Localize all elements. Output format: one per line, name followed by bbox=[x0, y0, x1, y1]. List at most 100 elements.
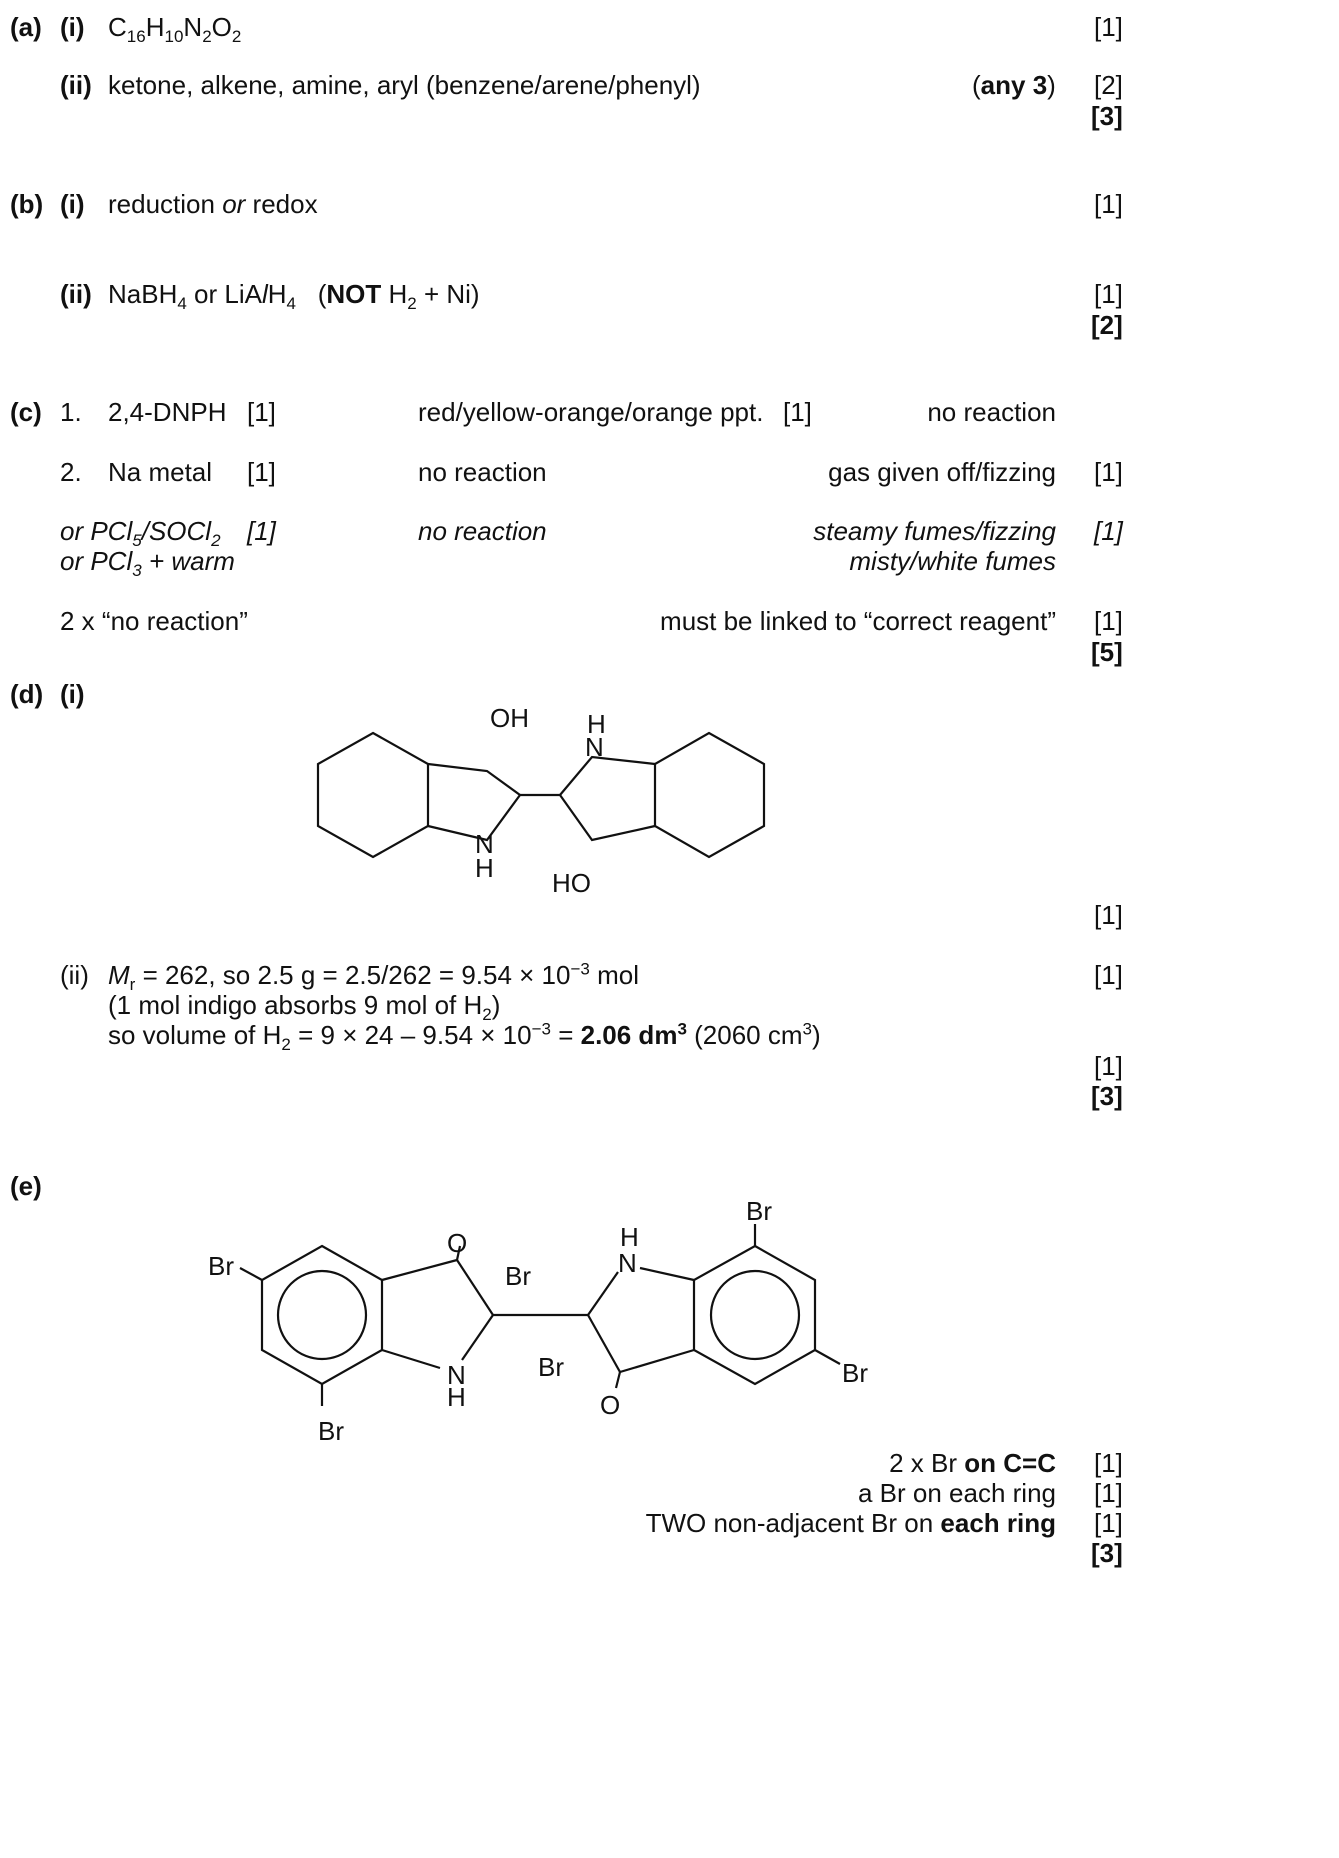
part-a-ii-answer: ketone, alkene, amine, aryl (benzene/are… bbox=[108, 70, 701, 100]
part-c-total: [5] bbox=[1091, 637, 1123, 667]
br-bond-right-ring-5 bbox=[814, 1349, 841, 1365]
right-aromatic-circle bbox=[709, 1269, 801, 1361]
part-c-row1-mark1: [1] bbox=[247, 397, 276, 427]
br-left-ring-top: Br bbox=[208, 1251, 234, 1281]
part-c-row2-mark1: [1] bbox=[247, 457, 276, 487]
h-right: H bbox=[620, 1222, 639, 1252]
part-c-row5-right: must be linked to “correct reagent” bbox=[660, 606, 1056, 636]
part-d-ii-label: (ii) bbox=[60, 960, 89, 990]
br-left-c2: Br bbox=[505, 1261, 531, 1291]
part-a-ii-note: (any 3) bbox=[972, 70, 1056, 100]
part-e-criterion-2-mark: [1] bbox=[1094, 1478, 1123, 1508]
o-left: O bbox=[447, 1228, 467, 1258]
br-right-ring-bottom: Br bbox=[842, 1358, 868, 1388]
part-d-i-label: (i) bbox=[60, 679, 85, 709]
part-d-ii-mark1: [1] bbox=[1094, 960, 1123, 990]
part-a-label: (a) bbox=[10, 12, 42, 42]
left-benzene-ring bbox=[260, 1244, 384, 1386]
part-e-criterion-1: 2 x Br on C=C bbox=[889, 1448, 1056, 1478]
part-b-i-answer: reduction or redox bbox=[108, 189, 318, 219]
part-c-label: (c) bbox=[10, 397, 42, 427]
part-d-ii-line1: Mr = 262, so 2.5 g = 2.5/262 = 9.54 × 10… bbox=[108, 959, 639, 995]
part-a-i-mark: [1] bbox=[1094, 12, 1123, 42]
part-c-row2-obs2: gas given off/fizzing bbox=[828, 457, 1056, 487]
part-e-criterion-2: a Br on each ring bbox=[857, 1478, 1056, 1508]
br-left-ring-bottom: Br bbox=[318, 1416, 344, 1446]
nh-bottom-h: H bbox=[475, 853, 494, 883]
structure-e-brominated-indigo: Br Br O Br N H H N Br O Br Br bbox=[208, 1196, 868, 1446]
part-c-row4-reagent: or PCl3 + warm bbox=[60, 546, 235, 581]
left-aromatic-circle bbox=[276, 1269, 368, 1361]
part-b-ii-mark: [1] bbox=[1094, 279, 1123, 309]
right-ring-c2-n bbox=[587, 1271, 619, 1316]
left-ring-n-c2 bbox=[461, 1314, 494, 1361]
part-d-ii-line3: so volume of H2 = 9 × 24 – 9.54 × 10−3 =… bbox=[108, 1019, 821, 1055]
part-c-row2-mark2: [1] bbox=[1094, 457, 1123, 487]
br-right-ring-top: Br bbox=[746, 1196, 772, 1226]
part-c-row2-reagent: Na metal bbox=[108, 457, 213, 487]
part-d-ii-mark2: [1] bbox=[1094, 1051, 1123, 1081]
part-c-row1-obs2: no reaction bbox=[927, 397, 1056, 427]
left-cyclohexane-ring bbox=[316, 731, 430, 859]
left-pyrrolidine-ring bbox=[427, 762, 522, 842]
part-c-row2-num: 2. bbox=[60, 457, 82, 487]
nh-bottom-n: N bbox=[475, 829, 494, 859]
structure-d-hydrogenated-indigo: OH H N N H HO bbox=[316, 703, 766, 898]
part-b-ii-answer: NaBH4 or LiAlH4 (NOT H2 + Ni) bbox=[108, 279, 480, 314]
part-a-ii-label: (ii) bbox=[60, 70, 92, 100]
right-ring-c2-c3 bbox=[587, 1314, 621, 1373]
right-carbonyl-bond bbox=[614, 1371, 622, 1389]
part-b-i-mark: [1] bbox=[1094, 189, 1123, 219]
part-e-criterion-3: TWO non-adjacent Br on each ring bbox=[645, 1508, 1056, 1538]
part-e-criterion-1-mark: [1] bbox=[1094, 1448, 1123, 1478]
left-ring-c3-c2 bbox=[456, 1259, 494, 1316]
part-b-total: [2] bbox=[1091, 310, 1123, 340]
part-c-row3-mark1: [1] bbox=[247, 516, 276, 546]
part-b-ii-label: (ii) bbox=[60, 279, 92, 309]
part-d-i-mark: [1] bbox=[1094, 900, 1123, 930]
nh-top-n: N bbox=[585, 732, 604, 762]
part-d-ii-line2: (1 mol indigo absorbs 9 mol of H2) bbox=[108, 990, 501, 1025]
part-c-row1-mark2: [1] bbox=[783, 397, 812, 427]
part-b-i-label: (i) bbox=[60, 189, 85, 219]
part-c-row1-reagent: 2,4-DNPH bbox=[108, 397, 227, 427]
left-ring-c3-bond bbox=[381, 1258, 458, 1282]
part-a-ii-mark: [2] bbox=[1094, 70, 1123, 100]
part-c-row5-left: 2 x “no reaction” bbox=[60, 606, 248, 636]
left-carbonyl-bond bbox=[455, 1245, 462, 1261]
right-pyrrolidine-upper bbox=[559, 755, 656, 796]
part-c-row1-num: 1. bbox=[60, 397, 82, 427]
nh-top-h: H bbox=[587, 709, 606, 739]
part-c-row3-reagent: or PCl5/SOCl2 bbox=[60, 516, 221, 551]
right-cyclohexane-ring bbox=[653, 731, 766, 859]
part-c-row5-mark: [1] bbox=[1094, 606, 1123, 636]
part-c-row1-obs1: red/yellow-orange/orange ppt. bbox=[418, 397, 764, 427]
br-right-c2: Br bbox=[538, 1352, 564, 1382]
part-e-criterion-3-mark: [1] bbox=[1094, 1508, 1123, 1538]
part-a-i-label: (i) bbox=[60, 12, 85, 42]
right-benzene-ring bbox=[692, 1244, 817, 1386]
part-c-row4-obs2: misty/white fumes bbox=[849, 546, 1056, 576]
right-ring-c3-bond bbox=[619, 1348, 695, 1374]
part-c-row3-obs2: steamy fumes/fizzing bbox=[813, 516, 1056, 546]
part-d-total: [3] bbox=[1091, 1081, 1123, 1111]
part-e-total: [3] bbox=[1091, 1538, 1123, 1568]
o-right: O bbox=[600, 1390, 620, 1420]
br-bond-left-ring-5 bbox=[239, 1267, 263, 1281]
part-a-total: [3] bbox=[1091, 101, 1123, 131]
right-pyrrolidine-lower bbox=[559, 794, 656, 842]
ho-label: HO bbox=[552, 868, 591, 898]
part-a-i-formula: C16H10N2O2 bbox=[108, 12, 242, 47]
oh-label: OH bbox=[490, 703, 529, 733]
left-ring-n-bond bbox=[381, 1348, 441, 1370]
part-d-label: (d) bbox=[10, 679, 44, 709]
part-c-row3-obs1: no reaction bbox=[418, 516, 547, 546]
part-c-row2-obs1: no reaction bbox=[418, 457, 547, 487]
right-ring-n-bond bbox=[639, 1266, 695, 1282]
n-left: N bbox=[447, 1360, 466, 1390]
h-left: H bbox=[447, 1382, 466, 1412]
n-right: N bbox=[618, 1248, 637, 1278]
part-c-row3-mark2: [1] bbox=[1094, 516, 1123, 546]
part-b-label: (b) bbox=[10, 189, 44, 219]
part-e-label: (e) bbox=[10, 1171, 42, 1201]
